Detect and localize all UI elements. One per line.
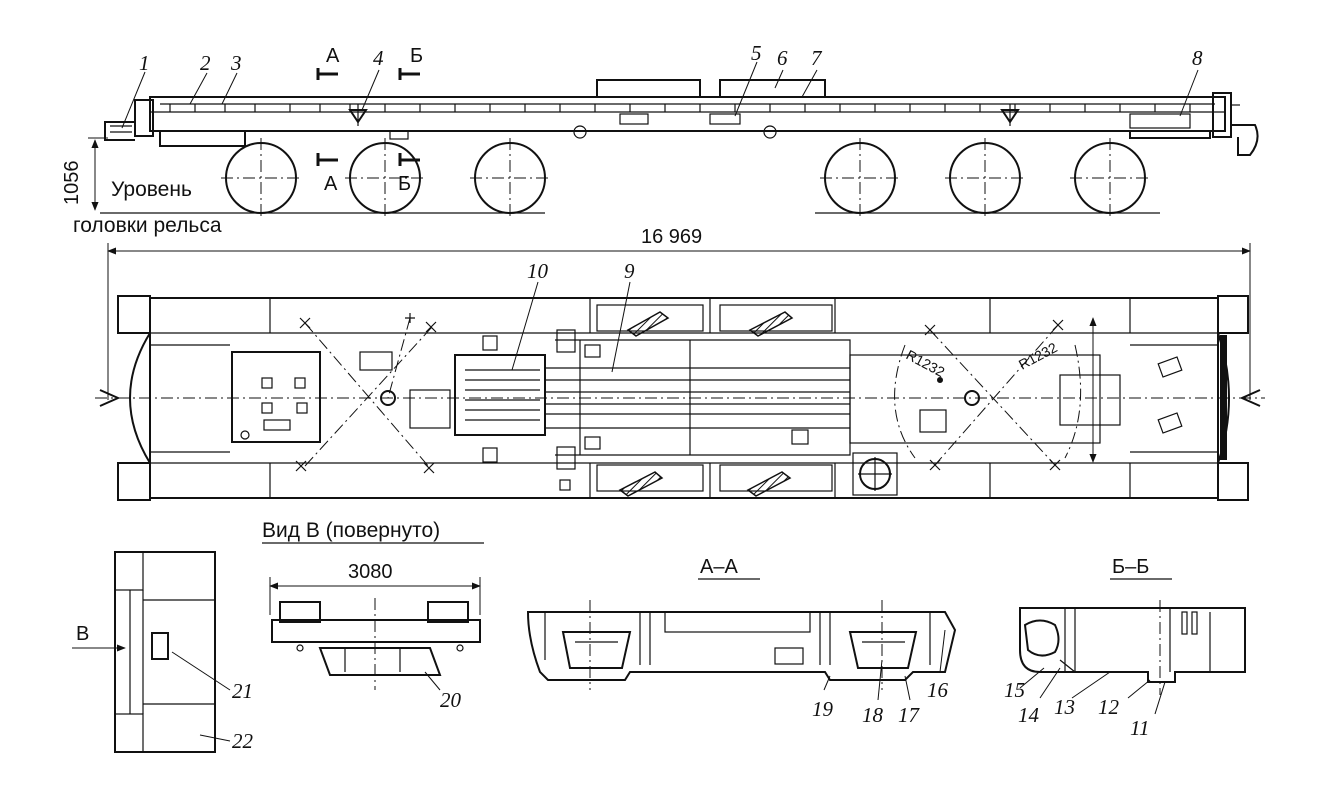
end-view-outline (114, 551, 216, 753)
label-14: 14 (1018, 703, 1040, 727)
side-view-callouts: 1 2 3 4 5 6 7 8 (121, 41, 1203, 129)
wheelset-group (221, 138, 1150, 218)
section-aa-caption: А–А (700, 556, 738, 578)
left-pivot-cross (295, 313, 437, 474)
section-mark-a-top: А (326, 45, 340, 67)
label-17: 17 (898, 703, 921, 727)
label-4: 4 (373, 46, 384, 70)
view-v-mark: В (76, 623, 89, 645)
label-19: 19 (812, 697, 834, 721)
traction-motor-block (454, 354, 546, 436)
length-dimension: 16 969 (641, 226, 702, 248)
section-mark-a-bottom: А (324, 173, 338, 195)
label-8: 8 (1192, 46, 1203, 70)
label-12: 12 (1098, 695, 1120, 719)
top-block-right (719, 79, 826, 98)
section-mark-b-top: Б (410, 45, 423, 67)
section-cut-marks: А Б А Б (316, 45, 423, 195)
left-coupler (104, 99, 154, 141)
rail-level-caption-2: головки рельса (73, 214, 222, 237)
label-22: 22 (232, 729, 254, 753)
section-aa-outline (526, 611, 957, 681)
label-10: 10 (527, 259, 549, 283)
radius-label-right: R1232 (1016, 339, 1060, 373)
side-frame-ribs (169, 104, 1191, 112)
label-15: 15 (1004, 678, 1025, 702)
label-2: 2 (200, 51, 211, 75)
label-16: 16 (927, 678, 949, 702)
right-pivot-cross: R1232 R1232 (894, 317, 1097, 471)
width-dimension: 3080 (348, 561, 393, 583)
side-view: 1056 А Б А Б Уровень головки рельса 1 2 (61, 41, 1259, 237)
left-pivot-symbol (348, 104, 368, 126)
plan-view: R1232 R1232 10 9 (95, 259, 1265, 501)
height-dimension: 1056 (61, 161, 83, 206)
end-view: В 21 22 (72, 551, 254, 753)
label-9: 9 (624, 259, 635, 283)
section-aa: А–А 19 18 17 16 (526, 556, 957, 727)
label-3: 3 (230, 51, 242, 75)
label-18: 18 (862, 703, 884, 727)
view-v-rotated: Вид В (повернуто) 3080 20 (262, 519, 484, 712)
section-bb: Б–Б 15 14 13 12 11 (1004, 556, 1246, 740)
label-11: 11 (1130, 716, 1149, 740)
view-v-frame (271, 619, 481, 643)
section-bb-outline (1019, 607, 1246, 683)
top-block-left (596, 79, 701, 98)
length-dimension-group: 16 969 (107, 226, 1251, 400)
side-frame-body (149, 96, 1226, 132)
label-20: 20 (440, 688, 462, 712)
right-coupler (1212, 92, 1259, 156)
label-5: 5 (751, 41, 762, 65)
section-mark-b-bottom: Б (398, 173, 411, 195)
radius-label-left: R1232 (904, 347, 948, 381)
view-v-caption: Вид В (повернуто) (262, 519, 440, 542)
label-1: 1 (139, 51, 150, 75)
label-7: 7 (811, 46, 823, 70)
label-13: 13 (1054, 695, 1075, 719)
label-6: 6 (777, 46, 788, 70)
cab-equipment-box (231, 351, 321, 443)
right-pivot-symbol (1000, 104, 1020, 126)
rail-level-caption-1: Уровень (111, 178, 192, 201)
label-21: 21 (232, 679, 253, 703)
section-bb-caption: Б–Б (1112, 556, 1149, 578)
